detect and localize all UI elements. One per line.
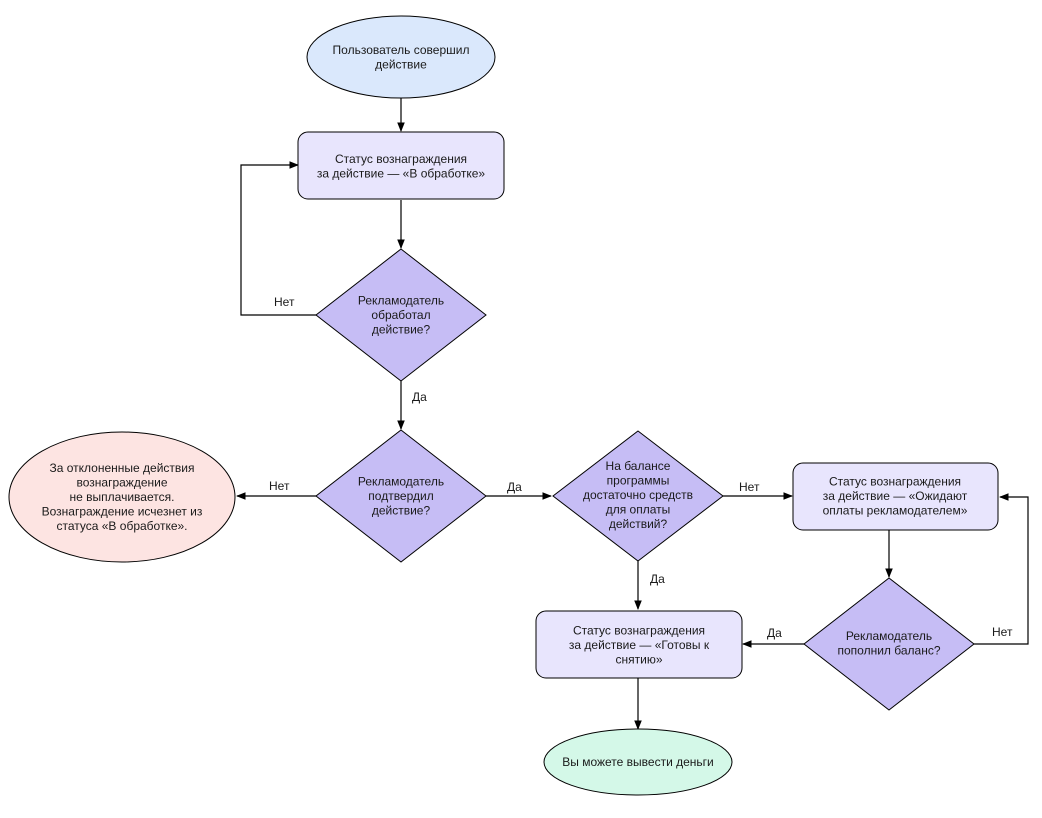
edge-label-processed-no: Нет: [274, 295, 295, 309]
label-line: за действие — «Ожидают: [823, 489, 968, 503]
label-line: за действие — «В обработке»: [317, 166, 486, 180]
edge-label-processed-yes: Да: [412, 390, 427, 404]
edge-label-confirmed-no: Нет: [269, 479, 290, 493]
edge-label-topped-up-yes: Да: [767, 626, 782, 640]
label-line: программы: [607, 474, 670, 488]
label-line: снятию»: [616, 653, 663, 667]
label-line: Статус вознаграждения: [335, 152, 467, 166]
edge-label-balance-yes: Да: [650, 572, 665, 586]
finish-node: Вы можете вывести деньги: [543, 728, 733, 796]
label-line: Рекламодатель: [358, 294, 444, 308]
label-line: действий?: [609, 517, 668, 531]
label-line: Пользователь совершил: [333, 43, 470, 57]
label-line: статуса «В обработке».: [56, 519, 187, 533]
label-line: пополнил баланс?: [838, 643, 941, 657]
label-line: достаточно средств: [583, 488, 693, 502]
label-line: действие?: [372, 323, 431, 337]
label-line: Вы можете вывести деньги: [562, 755, 714, 769]
label-line: Рекламодатель: [358, 475, 444, 489]
label-line: действие?: [372, 504, 431, 518]
label-line: вознаграждение: [76, 476, 167, 490]
edge-label-balance-no: Нет: [739, 480, 760, 494]
edge-labels: Нет Да Нет Да Нет Да Да Нет: [269, 295, 1013, 640]
edge-processed-no-loop: [240, 161, 316, 316]
label-line: обработал: [371, 308, 430, 322]
label-line: оплаты рекламодателем»: [823, 504, 968, 518]
label-line: За отклоненные действия: [50, 461, 195, 475]
edge-label-confirmed-yes: Да: [507, 480, 522, 494]
label-line: действие: [375, 57, 427, 71]
label-line: Вознаграждение исчезнет из: [42, 505, 203, 519]
label-line: Статус вознаграждения: [573, 624, 705, 638]
label-line: На балансе: [606, 459, 671, 473]
label-line: для оплаты: [606, 503, 671, 517]
label-line: за действие — «Готовы к: [569, 638, 710, 652]
label-line: подтвердил: [368, 489, 433, 503]
edge-topped-up-no-loop: [974, 493, 1029, 645]
label-line: не выплачивается.: [70, 490, 175, 504]
edges: [236, 98, 1029, 730]
edge-label-topped-up-no: Нет: [992, 625, 1013, 639]
label-line: Рекламодатель: [846, 629, 932, 643]
finish-node-label: Вы можете вывести деньги: [562, 755, 714, 769]
label-line: Статус вознаграждения: [829, 475, 961, 489]
